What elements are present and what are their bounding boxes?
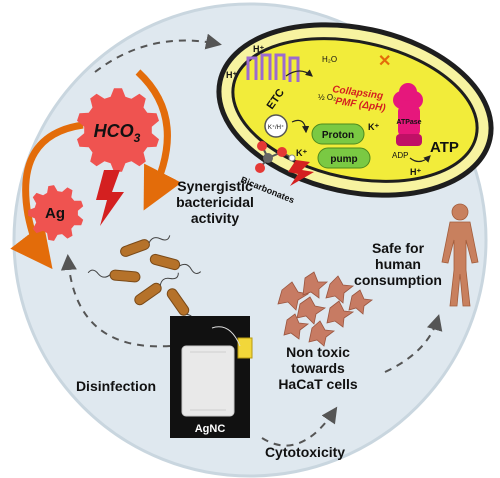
cytotoxicity-label: Cytotoxicity [264,444,346,460]
dashed-arrow-to-mitochondrion [94,33,222,73]
k-plus-right: K⁺ [368,122,379,132]
pump-label: pump [330,154,357,165]
gear-shape [77,88,159,172]
bicarbonate-molecule [255,141,296,173]
atpase-label: ATPase [396,119,421,126]
cristae [246,53,300,82]
k-plus-left: K⁺ [296,148,307,158]
dashed-arrow-disinfection [60,254,171,348]
bacterium [87,269,141,283]
disinfection-label: Disinfection [75,378,157,394]
mitochondrion: H⁺ H⁺ ETC H₂O ½ O₂ ✕ Collapsing PMF (ΔpH… [216,22,494,198]
svg-text:HCO3: HCO3 [94,121,141,145]
teabag-image: AgNC [170,316,253,438]
k-h-exchanger [264,114,288,138]
bacterium [120,235,171,257]
half-o2-label: ½ O₂ [318,93,336,102]
k-h-label: K⁺/H⁺ [268,124,284,131]
proton-pump-bottom [317,147,371,169]
cell [325,275,355,304]
teabag-tag [237,337,253,359]
gear-shape [28,185,84,241]
pump-lightning-icon [288,160,314,186]
cell [296,296,327,325]
proton-pump-top [311,123,365,145]
hco3-gear-label: HCO [94,121,134,141]
atpase [393,83,423,146]
bacteria-cluster [87,235,202,332]
ag-gear-label: Ag [45,205,65,222]
dashed-arrow-cytotoxicity [261,406,338,447]
h-plus-bottom: H⁺ [410,167,421,177]
cell [302,271,329,299]
agnc-label: AgNC [195,423,226,435]
teabag-string [211,326,241,347]
teabag-body [181,345,235,417]
orange-arrow-hco3-to-ag [10,121,84,270]
hco3-gear-subscript: 3 [134,131,141,145]
cell [308,320,336,347]
bacterium [134,272,179,306]
etc-arrow [285,69,313,77]
hacat-cells [277,271,374,347]
atp-arrow [409,155,431,163]
cell [283,313,310,340]
adp-label: ADP [392,151,408,160]
hco3-gear: HCO3 [77,88,159,172]
h-plus-top: H⁺ [253,44,264,54]
orange-arrow-ag-to-hco3 [135,69,182,211]
cell [348,289,374,315]
cell [277,281,310,311]
non-toxic-label: Non toxic towards HaCaT cells [278,344,358,393]
h2o-label: H₂O [322,55,337,64]
dashed-arrow-to-human [384,314,443,373]
lightning-icon [96,170,124,226]
proton-label: Proton [322,130,354,141]
cell [326,300,355,328]
human-icon [441,203,479,307]
blocked-x-icon: ✕ [378,53,391,70]
atp-label: ATP [430,139,459,156]
h-plus-left: H⁺ [226,70,237,80]
synergistic-activity-label: Synergistic bactericidal activity [176,178,254,227]
safe-for-human-label: Safe for human consumption [354,240,442,289]
ag-gear: Ag [28,185,84,241]
bacterium [149,253,202,274]
exchanger-arrow [291,119,310,134]
